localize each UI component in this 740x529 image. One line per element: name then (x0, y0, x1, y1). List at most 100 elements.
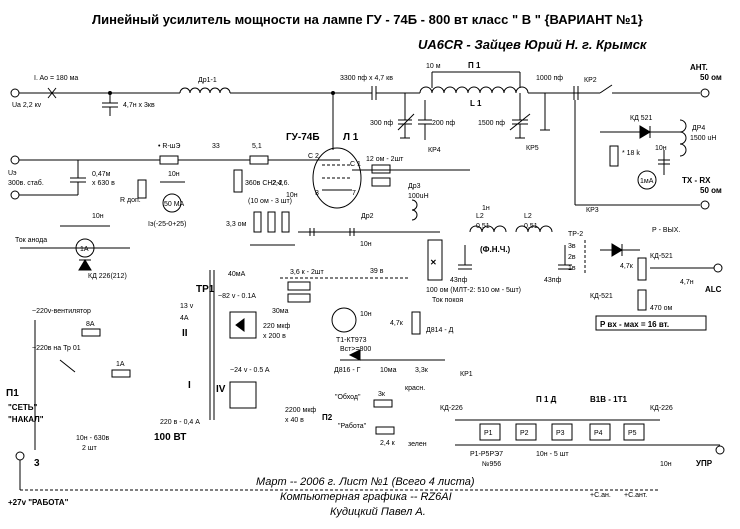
fnch-label: (Ф.Н.Ч.) (480, 245, 511, 254)
c220b-label: x 200 в (263, 333, 286, 340)
kr1-label: КР1 (460, 371, 473, 378)
p1sw-label: П1 (6, 388, 19, 399)
kd521a-label: КД 521 (630, 115, 653, 122)
c047b-label: x 630 в (92, 180, 115, 187)
tube-gu74b: ГУ-74Б Л 1 С 2 С 1 3 7 12 ом - 2шт Др3 1… (286, 132, 490, 248)
v220tr-label: ~220в на Тр 01 (32, 345, 81, 352)
r470-label: 470 ом (650, 305, 673, 312)
c1000-label: 1000 пф (536, 75, 563, 82)
c43a-label: 43пф (450, 277, 468, 284)
ma1-label: 1мА (640, 178, 654, 185)
sht2-label: 2 шт (82, 445, 97, 452)
footer-line-3: Кудицкий Павел А. (330, 506, 426, 518)
c220-label: 220 мкф (263, 323, 290, 330)
v27-label: +27v "РАБОТА" (8, 498, 69, 507)
c47n-label: 4,7н x 3кв (123, 102, 155, 109)
txrx-label: TX - RX (682, 176, 711, 185)
c10nd-label: 10н (92, 213, 104, 220)
ma40-label: 40мА (228, 271, 246, 278)
ant-ohm-label: 50 ом (700, 73, 722, 82)
r33k-label: 3,3 ом (226, 221, 247, 228)
c2200b-label: x 40 в (285, 417, 304, 424)
d814d-label: Д814 - Д (426, 327, 454, 334)
r10ohm-label: (10 ом - 3 шт) (248, 198, 292, 205)
p1-label: П 1 (468, 61, 481, 70)
nodes-label: 2,4,6. (272, 180, 290, 187)
v82-label: ~82 v - 0.1A (218, 293, 256, 300)
n3-label: 3 (315, 190, 319, 197)
c2-label: С 2 (308, 153, 319, 160)
w100-label: 100 ВТ (154, 432, 186, 443)
kr5-label: КР5 (526, 145, 539, 152)
upr-label: УПР (696, 459, 713, 468)
c10n5-label: 10н - 5 шт (536, 451, 569, 458)
kr3-label: КР3 (586, 207, 599, 214)
st-label: 360в СН2-2 (245, 180, 283, 187)
r3-label: Р3 (556, 430, 565, 437)
c47nb-label: 4,7н (680, 279, 694, 286)
d816-label: Д816 - Г (334, 367, 361, 374)
r47kb-label: 4,7к (390, 320, 404, 327)
r33-label: 33 (212, 143, 220, 150)
rabota-label: "Работа" (338, 422, 367, 430)
kd226-label: КД 226(212) (88, 273, 127, 280)
anode-meter: Ток анода 1А КД 226(212) 10н (15, 213, 130, 280)
r47k-label: 4,7к (620, 263, 634, 270)
r33kb-label: 3,3к (415, 367, 429, 374)
r4-label: Р4 (594, 430, 603, 437)
schematic-title: Линейный усилитель мощности на лампе ГУ … (92, 12, 643, 27)
c10nc-label: 10н (286, 192, 298, 199)
kd226c-label: КД-226 (650, 405, 673, 412)
kd226b-label: КД-226 (440, 405, 463, 412)
t1-label: Т1-КТ973 (336, 337, 367, 344)
r5-label: Р5 (628, 430, 637, 437)
c200-label: 200 пф (432, 120, 455, 127)
r12-label: 12 ом - 2шт (366, 156, 404, 163)
rdop-label: R доп. (120, 197, 141, 204)
l2a-label: L2 (476, 213, 484, 220)
l1-label: L 1 (470, 99, 482, 108)
alc-label: ALC (705, 285, 722, 294)
ant-label: АНТ. (690, 63, 708, 72)
relay2-label: №956 (482, 461, 501, 468)
ia-label: Iэ(-25-0+25) (148, 221, 186, 228)
l2c-label: L2 (524, 213, 532, 220)
dr3b-label: 100uH (408, 193, 429, 200)
num3-label: 3 (34, 458, 40, 469)
author-line: UA6CR - Зайцев Юрий Н. г. Крымск (418, 37, 648, 52)
txrx-ohm-label: 50 ом (700, 186, 722, 195)
c10ne2-label: 10н (360, 311, 372, 318)
footer-line-1: Март -- 2006 г. Лист №1 (Всего 4 листа) (256, 476, 475, 488)
roman4-label: IV (216, 384, 226, 395)
c43b-label: 43пф (544, 277, 562, 284)
input-lpf: ✕ L2 0,51 L2 0,51 (Ф.Н.Ч.) 43пф 43пф 100… (426, 213, 723, 331)
r51-label: 5,1 (252, 143, 262, 150)
kr4-label: КР4 (428, 147, 441, 154)
antenna-switch: КР2 АНТ. 50 ом TX - RX 50 ом КР3 КД 521 … (574, 63, 722, 214)
p2-label: П2 (322, 413, 333, 422)
c1500-label: 1500 пф (478, 120, 505, 127)
ma50-label: 50 МА (164, 201, 185, 208)
ma10-label: 10ма (380, 367, 397, 374)
a8-label: 8А (86, 321, 95, 328)
v220vent-label: ~220v-вентилятор (32, 308, 91, 315)
r1-label: Р1 (484, 430, 493, 437)
anode-supply: Ua 2,2 кv I. Ao = 180 ма 4,7н x 3кв Др1-… (10, 75, 420, 150)
pvyh-label: Р - ВЫХ. (652, 227, 680, 234)
r2-label: Р2 (520, 430, 529, 437)
relay-block: П 1 Д В1В - 1Т1 Р1 Р2 Р3 Р4 Р5 Р1-Р5РЭ7 … (455, 395, 725, 499)
pi-network: 10 м П 1 L 1 1000 пф 300 пф 200 пф КР4 1… (370, 61, 580, 154)
can1-label: +С.ан. (590, 492, 611, 499)
ia0-label: I. Ao = 180 ма (34, 75, 78, 82)
roman2-label: II (182, 328, 188, 339)
nakal-label: "НАКАЛ" (8, 415, 44, 424)
c10na-label: 10н (655, 145, 667, 152)
kd521b-label: КД-521 (590, 293, 613, 300)
r100-label: 100 ом (МЛТ-2: 510 ом - 5шт) (426, 287, 521, 294)
zelen-label: зелен (408, 441, 427, 448)
c047-label: 0,47м (92, 171, 111, 178)
roman1-label: I (188, 380, 191, 391)
c10nf-label: 10н (660, 461, 672, 468)
w2-label: 2в (568, 254, 576, 261)
